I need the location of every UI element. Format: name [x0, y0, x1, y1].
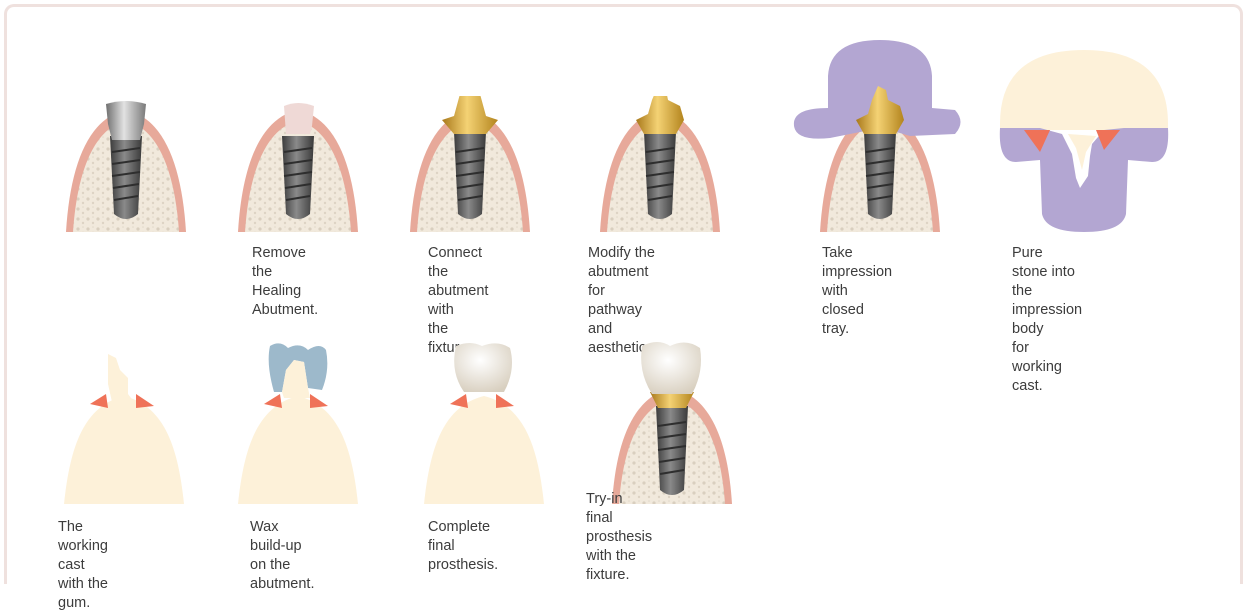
step-caption: Try-in final prosthesis with the fixture… [586, 490, 652, 585]
step-caption: Wax build-up on the abutment. [250, 518, 314, 594]
pour-stone-illustration [996, 36, 1172, 236]
final-prosthesis-illustration [424, 340, 544, 504]
step-caption: Pure stone into the impression body for … [1012, 244, 1082, 396]
working-cast-illustration [64, 354, 184, 504]
modify-abutment-illustration [600, 96, 720, 232]
step-caption: The working cast with the gum. [58, 518, 108, 613]
wax-buildup-illustration [238, 340, 358, 504]
connect-abutment-illustration [410, 96, 530, 232]
take-impression-illustration [790, 36, 970, 232]
step-caption: Take impression with closed tray. [822, 244, 892, 339]
step-caption: Remove the Healing Abutment. [252, 244, 318, 320]
step-caption: Complete final prosthesis. [428, 518, 498, 575]
remove-healing-abutment-illustration [238, 96, 358, 232]
healing-abutment-illustration [66, 96, 186, 232]
tryin-prosthesis-illustration [612, 340, 732, 504]
